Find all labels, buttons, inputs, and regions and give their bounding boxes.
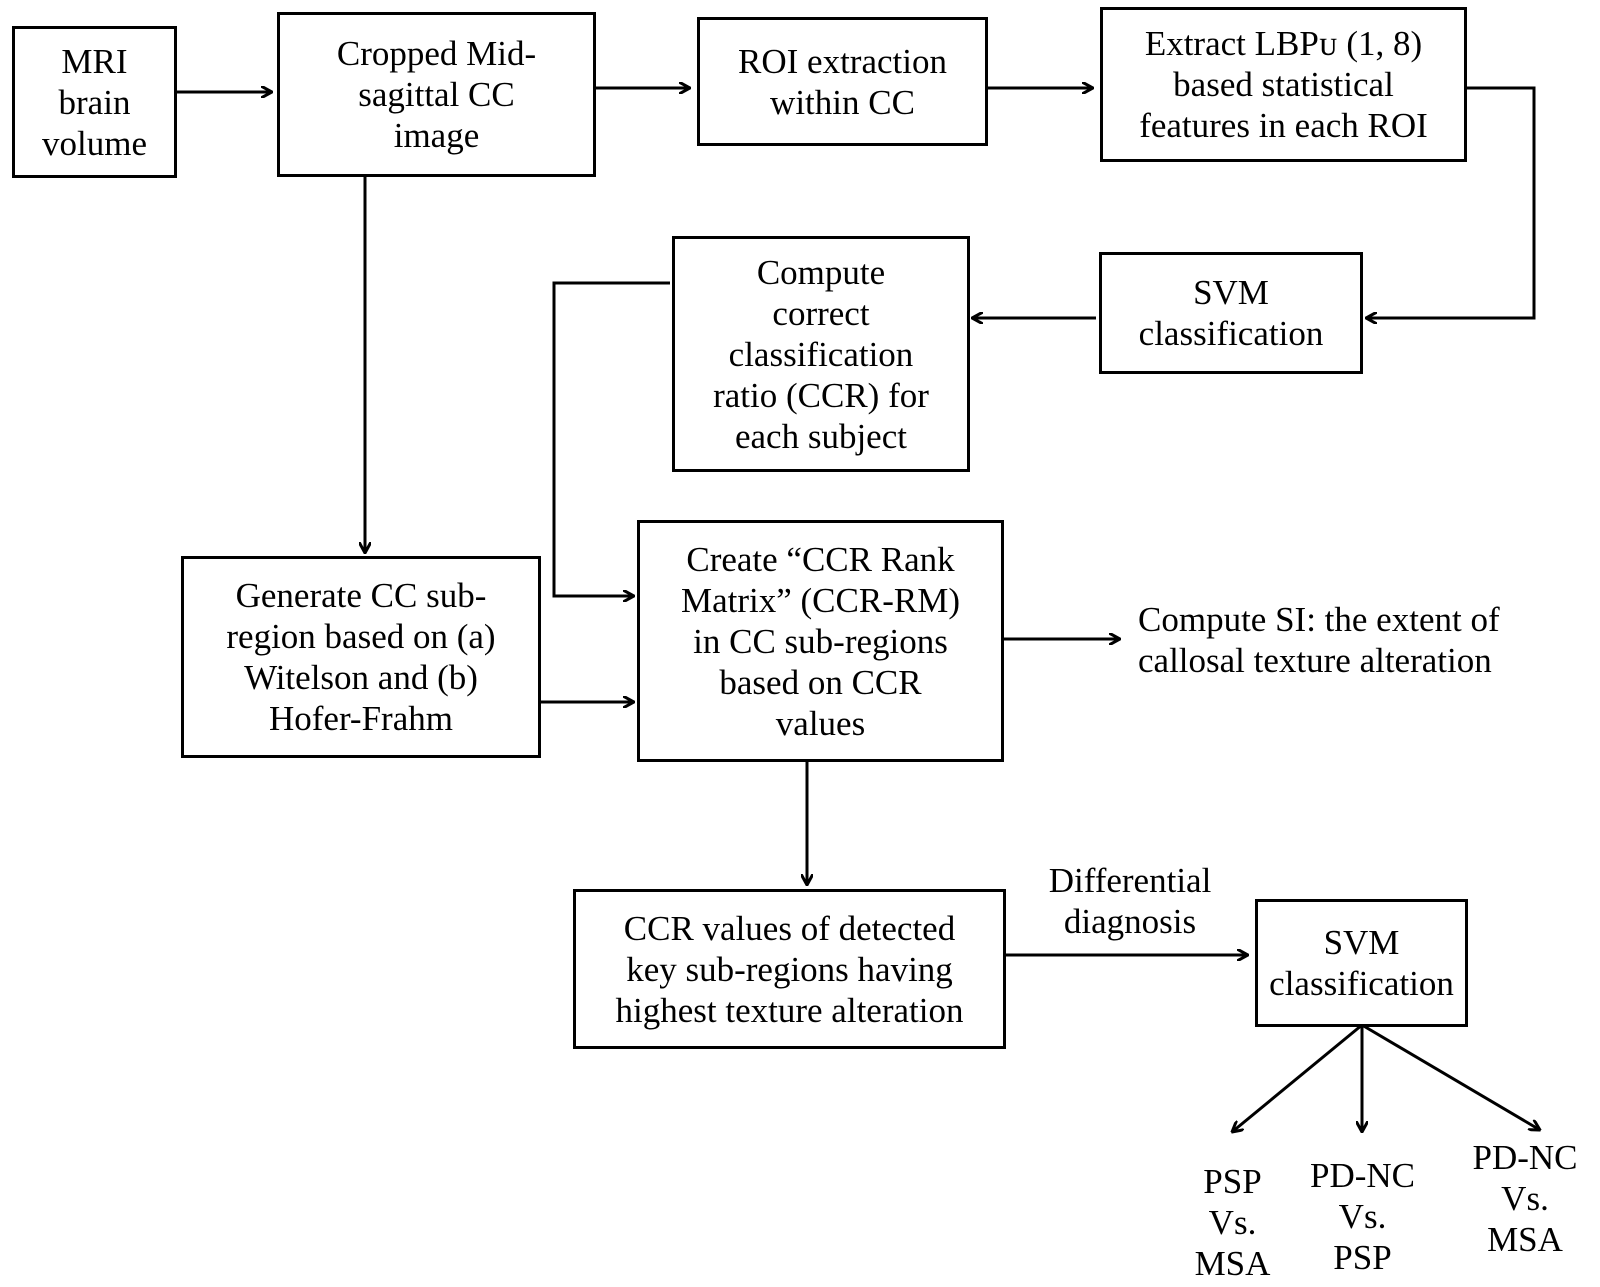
ccr-rank-matrix-text: Create “CCR Rank Matrix” (CCR-RM) in CC … — [680, 539, 960, 743]
svm-classification-node-1: SVM classification — [1099, 252, 1363, 374]
cropped-cc-image-node: Cropped Mid- sagittal CC image — [277, 12, 596, 177]
compute-ccr-text: Compute correct classification ratio (CC… — [713, 252, 929, 456]
outcome-psp-vs-msa: PSP Vs. MSA — [1150, 1160, 1315, 1285]
ccr-rank-matrix-node: Create “CCR Rank Matrix” (CCR-RM) in CC … — [637, 520, 1004, 762]
compute-si-label: Compute SI: the extent of callosal textu… — [1138, 585, 1588, 695]
compute-si-text: Compute SI: the extent of callosal textu… — [1138, 600, 1500, 680]
extract-lbp-features-node: Extract LBPᴜ (1, 8) based statistical fe… — [1100, 7, 1467, 162]
svm-classification-text-1: SVM classification — [1138, 273, 1324, 353]
outcome-pdnc-vs-msa: PD-NC Vs. MSA — [1455, 1136, 1595, 1261]
mri-brain-volume-node: MRI brain volume — [12, 26, 177, 178]
compute-ccr-node: Compute correct classification ratio (CC… — [672, 236, 970, 472]
generate-cc-subregion-text: Generate CC sub- region based on (a) Wit… — [226, 576, 496, 738]
outcome-psp-vs-msa-text: PSP Vs. MSA — [1194, 1162, 1271, 1283]
differential-diagnosis-text: Differential diagnosis — [1048, 861, 1212, 941]
mri-brain-volume-text: MRI brain volume — [42, 41, 147, 163]
arrow-svm2-to-out1 — [1232, 1023, 1363, 1132]
differential-diagnosis-label: Differential diagnosis — [1025, 855, 1235, 947]
svm-classification-node-2: SVM classification — [1255, 899, 1468, 1027]
cropped-cc-image-text: Cropped Mid- sagittal CC image — [336, 34, 537, 155]
arrow-ccr-to-rank — [552, 281, 670, 596]
arrow-svm2-to-out3 — [1361, 1023, 1540, 1130]
ccr-key-subregions-text: CCR values of detected key sub-regions h… — [615, 908, 964, 1030]
extract-lbp-features-text: Extract LBPᴜ (1, 8) based statistical fe… — [1139, 24, 1428, 145]
generate-cc-subregion-node: Generate CC sub- region based on (a) Wit… — [181, 556, 541, 758]
outcome-pdnc-vs-psp: PD-NC Vs. PSP — [1290, 1154, 1435, 1279]
outcome-pdnc-vs-psp-text: PD-NC Vs. PSP — [1309, 1156, 1416, 1277]
arrow-extract-to-svm1 — [1366, 86, 1536, 318]
ccr-key-subregions-node: CCR values of detected key sub-regions h… — [573, 889, 1006, 1049]
roi-extraction-node: ROI extraction within CC — [697, 17, 988, 146]
roi-extraction-text: ROI extraction within CC — [738, 41, 947, 122]
svm-classification-text-2: SVM classification — [1269, 923, 1454, 1003]
outcome-pdnc-vs-msa-text: PD-NC Vs. MSA — [1472, 1138, 1578, 1259]
